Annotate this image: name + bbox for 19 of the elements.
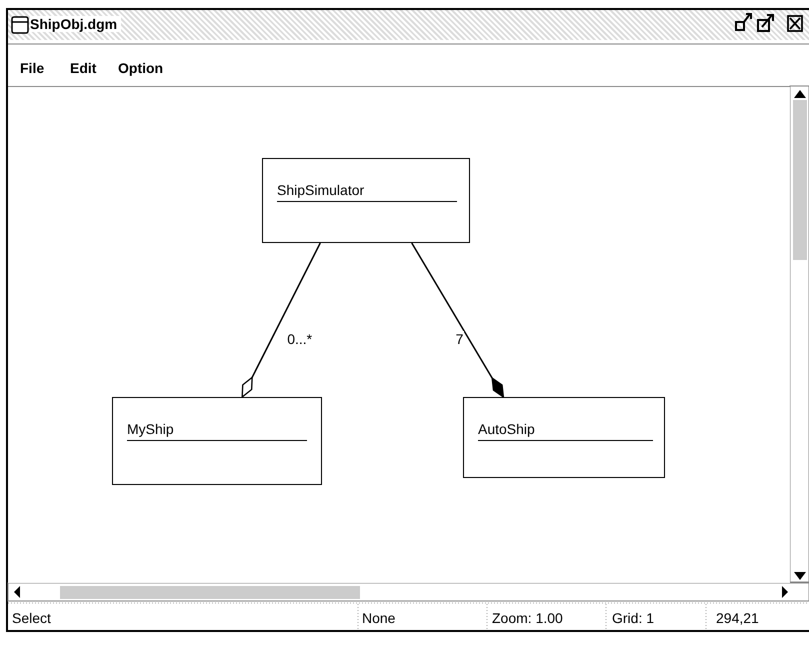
window-title: ShipObj.dgm bbox=[30, 16, 122, 32]
menu-item: Edit bbox=[70, 60, 96, 76]
status-text: Select bbox=[12, 610, 51, 626]
class-name: ShipSimulator bbox=[277, 182, 364, 198]
status-text: Grid: 1 bbox=[612, 610, 654, 626]
status-text: Zoom: 1.00 bbox=[492, 610, 563, 626]
class-name: MyShip bbox=[127, 421, 174, 437]
menu-item: File bbox=[20, 60, 44, 76]
class-box bbox=[463, 397, 665, 478]
association-line bbox=[242, 242, 321, 398]
menu-item: Option bbox=[118, 60, 164, 76]
status-text: 294,21 bbox=[716, 610, 759, 626]
class-name: AutoShip bbox=[478, 421, 535, 437]
association-line bbox=[411, 242, 504, 398]
multiplicity-label: 0...* bbox=[286, 331, 314, 347]
multiplicity-label: 7 bbox=[454, 331, 464, 347]
status-text: None bbox=[362, 610, 396, 626]
class-box bbox=[112, 397, 322, 485]
class-box bbox=[262, 158, 470, 243]
